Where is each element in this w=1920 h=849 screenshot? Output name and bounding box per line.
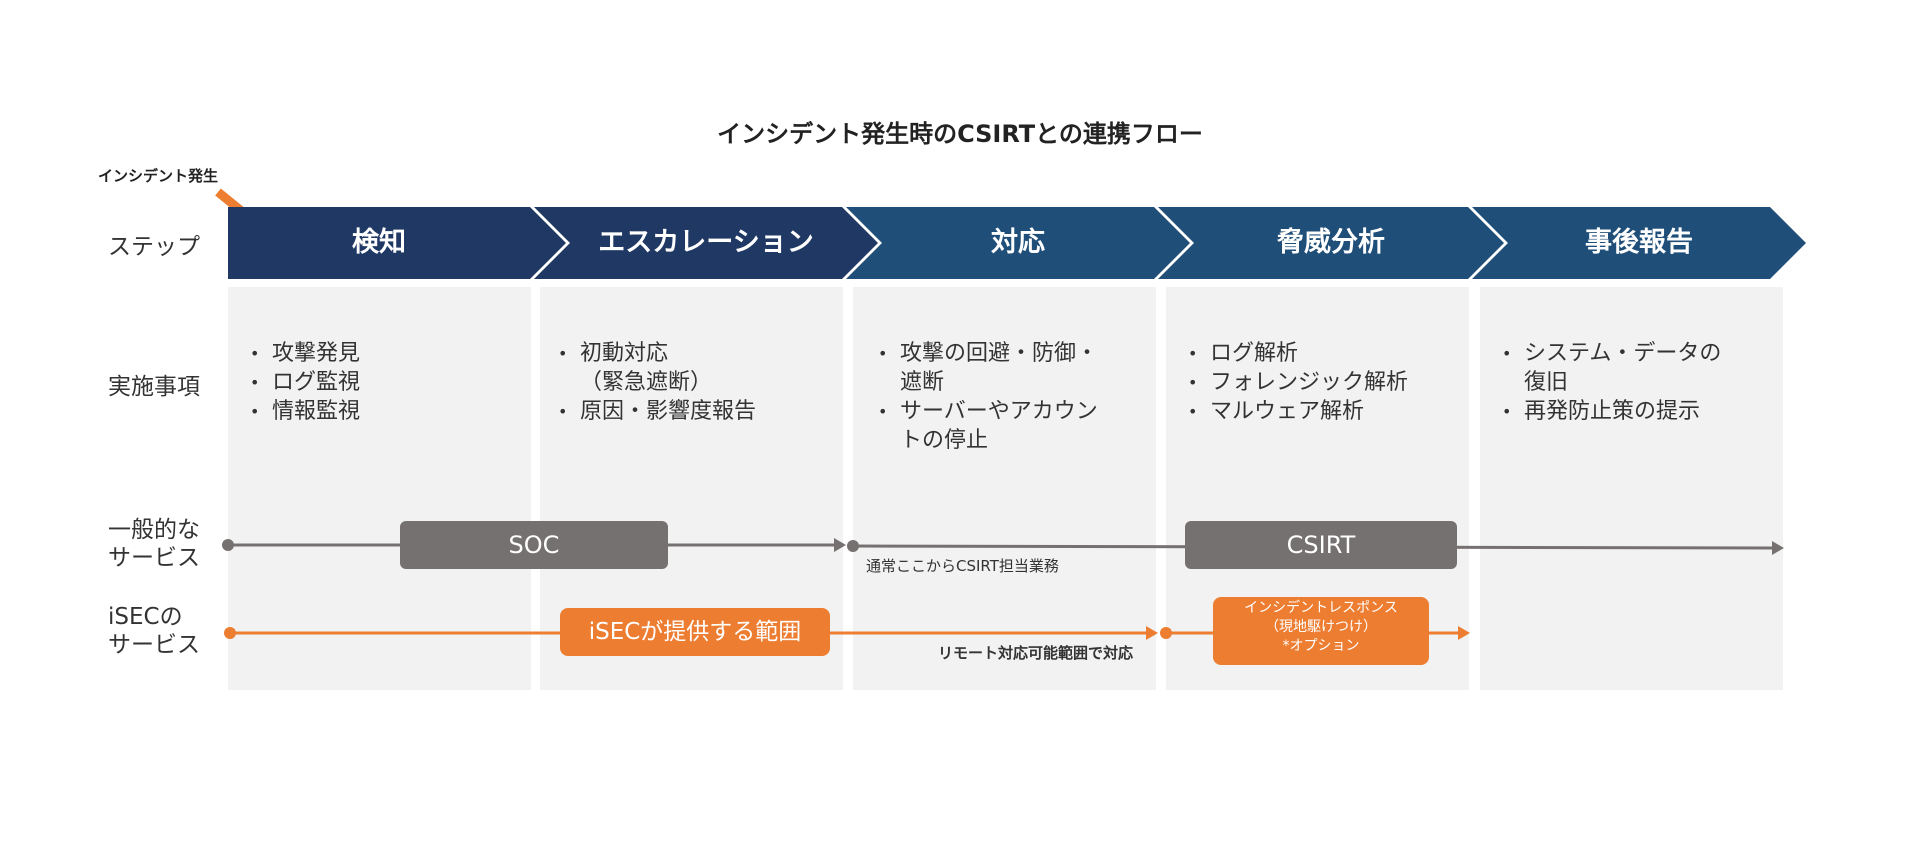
task-list-response: 攻撃の回避・防御・ 遮断 サーバーやアカウン トの停止 (878, 339, 1170, 455)
row-label-general-line1: 一般的な (108, 517, 200, 543)
csirt-box: CSIRT (1185, 521, 1457, 569)
step-label-analysis: 脅威分析 (1277, 227, 1385, 258)
chevron-response (846, 207, 1190, 279)
chevron-report (1472, 207, 1806, 279)
incident-response-line2: （現地駆けつけ） (1265, 619, 1377, 635)
step-label-detect: 検知 (352, 227, 406, 258)
task-list-escalation: 初動対応 （緊急遮断） 原因・影響度報告 (558, 339, 850, 426)
remote-note: リモート対応可能範囲で対応 (938, 644, 1134, 662)
list-item: 初動対応 （緊急遮断） (558, 339, 850, 397)
isec-scope-box: iSECが提供する範囲 (560, 608, 830, 656)
chevron-detect (228, 207, 566, 279)
general-arrow-soc-icon (834, 538, 846, 552)
task-list-analysis: ログ解析 フォレンジック解析 マルウェア解析 (1188, 339, 1480, 426)
list-item: ログ監視 (250, 368, 532, 397)
row-label-step: ステップ (108, 234, 200, 260)
list-item: 原因・影響度報告 (558, 397, 850, 426)
isec-arrow-option-icon (1458, 626, 1470, 640)
row-label-tasks: 実施事項 (108, 374, 200, 400)
row-label-isec-line1: iSECの (108, 604, 183, 630)
incident-start-label: インシデント発生 (98, 167, 219, 185)
list-item: 攻撃発見 (250, 339, 532, 368)
row-label-general: 一般的な サービス (108, 516, 200, 572)
step-label-response: 対応 (991, 227, 1045, 258)
list-item: 攻撃の回避・防御・ 遮断 (878, 339, 1170, 397)
incident-response-line3: *オプション (1282, 638, 1360, 654)
task-list-report: システム・データの 復旧 再発防止策の提示 (1502, 339, 1794, 426)
csirt-note: 通常ここからCSIRT担当業務 (866, 557, 1059, 575)
chevron-analysis (1158, 207, 1504, 279)
list-item: ログ解析 (1188, 339, 1480, 368)
chevron-escalation (534, 207, 878, 279)
incident-response-line1: インシデントレスポンス (1244, 600, 1398, 616)
list-item: 情報監視 (250, 397, 532, 426)
diagram-title: インシデント発生時のCSIRTとの連携フロー (717, 120, 1203, 148)
list-item: 再発防止策の提示 (1502, 397, 1794, 426)
list-item: フォレンジック解析 (1188, 368, 1480, 397)
step-label-report: 事後報告 (1585, 227, 1693, 258)
row-label-isec-line2: サービス (108, 632, 200, 658)
incident-response-box: インシデントレスポンス （現地駆けつけ） *オプション (1213, 597, 1429, 665)
general-arrow-csirt-icon (1772, 541, 1784, 555)
list-item: マルウェア解析 (1188, 397, 1480, 426)
list-item: サーバーやアカウン トの停止 (878, 397, 1170, 455)
row-label-general-line2: サービス (108, 545, 200, 571)
isec-arrow-main-icon (1146, 626, 1158, 640)
task-list-detect: 攻撃発見 ログ監視 情報監視 (250, 339, 532, 426)
row-label-isec: iSECの サービス (108, 603, 200, 659)
list-item: システム・データの 復旧 (1502, 339, 1794, 397)
soc-box: SOC (400, 521, 668, 569)
step-label-escalation: エスカレーション (598, 227, 814, 258)
